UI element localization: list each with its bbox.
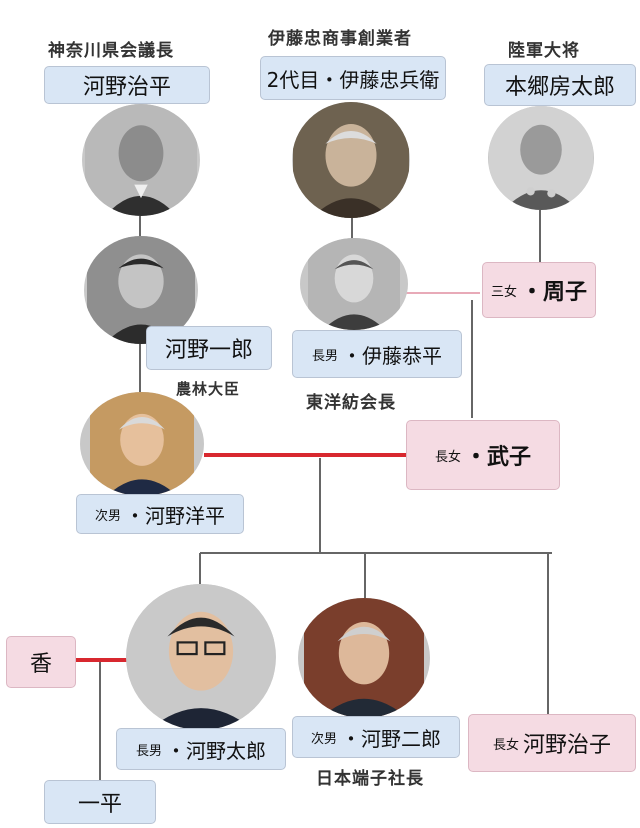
person-name: 本郷房太郎 <box>504 75 615 100</box>
relation-label: 長女 <box>434 449 461 465</box>
portrait-kono-yohei <box>80 392 204 496</box>
portrait-hongo-fusataro <box>488 106 594 210</box>
caption-kanagawa-assembly: 神奈川県会議長 <box>48 41 174 61</box>
portrait-itoh-kyohei <box>300 238 408 330</box>
portrait-kono-taro <box>126 584 276 730</box>
person-name: 一平 <box>77 792 122 817</box>
person-name: ・河野二郎 <box>341 726 441 751</box>
relation-label: 長男 <box>311 348 338 364</box>
relation-label: 長男 <box>135 743 162 759</box>
person-kono-haruko[interactable]: 長女 河野治子 <box>468 714 636 772</box>
person-kono-taro[interactable]: 長男 ・河野太郎 <box>116 728 286 770</box>
person-hongo-fusataro[interactable]: 本郷房太郎 <box>484 64 636 106</box>
relation-label: 次男 <box>94 508 121 524</box>
person-name: 河野一郎 <box>164 338 253 363</box>
portrait-image <box>304 598 424 718</box>
caption-army-general: 陸軍大将 <box>508 41 580 61</box>
caption-toyobo-chairman: 東洋紡会長 <box>306 393 396 413</box>
person-name: ・武子 <box>465 445 532 470</box>
person-kono-jiro[interactable]: 次男 ・河野二郎 <box>292 716 460 758</box>
relation-label: 長女 <box>492 737 519 753</box>
portrait-image <box>489 106 593 210</box>
person-name: 河野治子 <box>523 733 612 758</box>
person-shuko[interactable]: 三女 ・周子 <box>482 262 596 318</box>
person-name: ・河野太郎 <box>166 738 266 763</box>
person-name: 河野治平 <box>82 75 171 100</box>
person-name: ・周子 <box>521 280 588 305</box>
relation-label: 次男 <box>310 731 337 747</box>
person-itoh-chubei[interactable]: 2代目・伊藤忠兵衛 <box>260 56 446 100</box>
portrait-image <box>90 392 194 496</box>
caption-itochu-founder: 伊藤忠商事創業者 <box>268 29 412 49</box>
person-ippei[interactable]: 一平 <box>44 780 156 824</box>
portrait-image <box>293 102 409 218</box>
person-name: 香 <box>29 652 52 677</box>
person-kono-yohei[interactable]: 次男 ・河野洋平 <box>76 494 244 534</box>
portrait-itoh-chubei <box>292 102 410 218</box>
portrait-image <box>128 584 274 730</box>
portrait-kono-jiro <box>298 598 430 718</box>
portrait-image <box>308 238 400 330</box>
person-itoh-kyohei[interactable]: 長男 ・伊藤恭平 <box>292 330 462 378</box>
portrait-image <box>85 104 197 216</box>
person-takeko[interactable]: 長女 ・武子 <box>406 420 560 490</box>
portrait-kono-jihei <box>82 104 200 216</box>
person-name: 2代目・伊藤忠兵衛 <box>266 67 440 92</box>
person-kono-ichiro[interactable]: 河野一郎 <box>146 326 272 370</box>
relation-label: 三女 <box>490 284 517 300</box>
caption-nihon-tanshi-president: 日本端子社長 <box>316 769 424 789</box>
person-kaori[interactable]: 香 <box>6 636 76 688</box>
caption-agriculture-minister: 農林大臣 <box>176 380 241 398</box>
person-name: ・河野洋平 <box>125 503 225 528</box>
person-kono-jihei[interactable]: 河野治平 <box>44 66 210 104</box>
person-name: ・伊藤恭平 <box>342 343 442 368</box>
